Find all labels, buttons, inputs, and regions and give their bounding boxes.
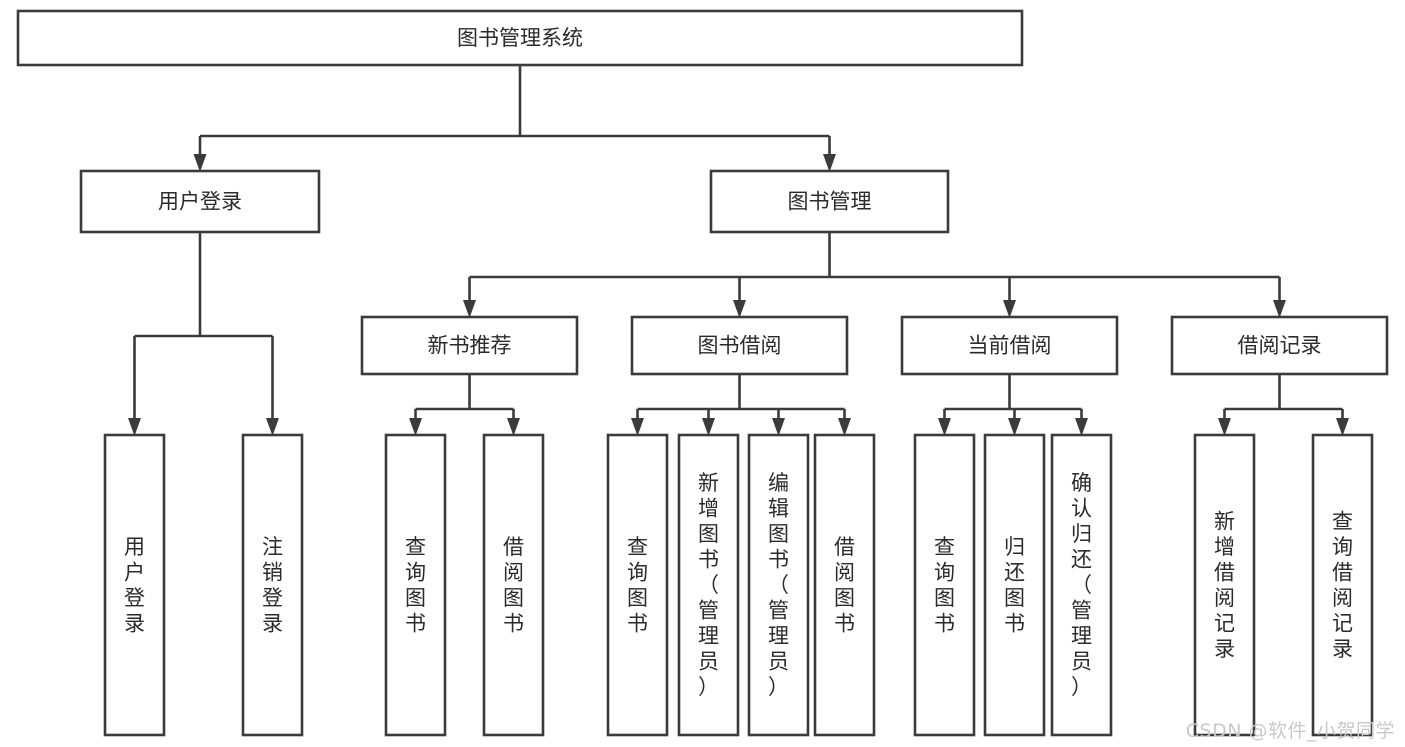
node-leaf-add-borrow-record[interactable]: 新增借阅记录 <box>1193 433 1256 737</box>
node-box <box>983 433 1046 737</box>
node-leaf-borrow-book[interactable]: 借阅图书 <box>813 433 876 737</box>
node-label: 图书管理 <box>788 190 872 214</box>
node-book-borrow[interactable]: 图书借阅 <box>630 315 849 376</box>
node-label: 图书管理系统 <box>457 26 583 50</box>
connector-arrowhead <box>1218 418 1231 436</box>
node-label-vertical: 借阅图书 <box>503 535 524 636</box>
connector-arrowhead <box>1075 418 1088 436</box>
connector-arrowhead <box>838 418 851 436</box>
csdn-watermark: CSDN @软件_小贺同学 <box>1185 720 1395 742</box>
connector-group-root <box>193 65 836 172</box>
node-label-vertical: 新增借阅记录 <box>1214 509 1235 661</box>
node-box <box>677 433 740 737</box>
node-box <box>606 433 669 737</box>
node-book-manage[interactable]: 图书管理 <box>709 169 950 234</box>
node-label-vertical: 查询图书 <box>627 535 648 636</box>
connector-arrowhead <box>1273 300 1286 318</box>
node-label-vertical: 查询借阅记录 <box>1332 509 1353 661</box>
node-label-vertical: 确认归还（管理员） <box>1071 471 1092 699</box>
node-box <box>384 433 447 737</box>
connector-arrowhead <box>631 418 644 436</box>
node-box <box>747 433 810 737</box>
connector-group-book-borrow <box>631 374 851 436</box>
node-label: 用户登录 <box>158 190 242 214</box>
node-label-vertical: 查询图书 <box>934 535 955 636</box>
connector-arrowhead <box>463 300 476 318</box>
node-box <box>900 315 1119 376</box>
node-leaf-user-login[interactable]: 用户登录 <box>103 433 166 737</box>
connector-arrowhead <box>1336 418 1349 436</box>
node-label-vertical: 查询图书 <box>405 535 426 636</box>
node-label-vertical: 借阅图书 <box>834 535 855 636</box>
node-leaf-add-book[interactable]: 新增图书（管理员） <box>677 433 740 737</box>
node-leaf-user-logout[interactable]: 注销登录 <box>241 433 304 737</box>
node-box <box>360 315 579 376</box>
node-leaf-return-book[interactable]: 归还图书 <box>983 433 1046 737</box>
connector-arrowhead <box>409 418 422 436</box>
connector-group-user-login <box>128 232 279 436</box>
connector-arrowhead <box>128 418 141 436</box>
connector-arrowhead <box>1008 418 1021 436</box>
node-borrow-record[interactable]: 借阅记录 <box>1170 315 1389 376</box>
node-box <box>79 169 321 234</box>
node-leaf-query-borrow-record[interactable]: 查询借阅记录 <box>1311 433 1374 737</box>
node-current-borrow[interactable]: 当前借阅 <box>900 315 1119 376</box>
connector-group-current-borrow <box>938 374 1088 436</box>
connector-arrowhead <box>266 418 279 436</box>
connectors-layer <box>128 65 1349 436</box>
node-leaf-query-book-rec[interactable]: 查询图书 <box>384 433 447 737</box>
node-box <box>1311 433 1374 737</box>
node-label-vertical: 用户登录 <box>124 535 145 636</box>
connector-arrowhead <box>772 418 785 436</box>
node-label: 图书借阅 <box>698 334 782 358</box>
node-box <box>241 433 304 737</box>
connector-arrowhead <box>193 154 207 172</box>
node-box <box>709 169 950 234</box>
node-user-login[interactable]: 用户登录 <box>79 169 321 234</box>
node-box <box>630 315 849 376</box>
node-leaf-borrow-book-rec[interactable]: 借阅图书 <box>482 433 545 737</box>
connector-arrowhead <box>702 418 715 436</box>
node-new-book-rec[interactable]: 新书推荐 <box>360 315 579 376</box>
node-box <box>913 433 976 737</box>
node-box <box>16 9 1024 67</box>
node-leaf-query-book-current[interactable]: 查询图书 <box>913 433 976 737</box>
node-label: 借阅记录 <box>1238 334 1322 358</box>
connector-arrowhead <box>938 418 951 436</box>
nodes-layer: 图书管理系统用户登录图书管理新书推荐图书借阅当前借阅借阅记录用户登录注销登录查询… <box>16 9 1389 737</box>
node-leaf-query-book-borrow[interactable]: 查询图书 <box>606 433 669 737</box>
connector-arrowhead <box>1003 300 1016 318</box>
node-label: 当前借阅 <box>968 334 1052 358</box>
connector-group-book-manage <box>463 232 1286 318</box>
node-box <box>1170 315 1389 376</box>
connector-group-new-book-rec <box>409 374 520 436</box>
node-label-vertical: 注销登录 <box>262 535 283 636</box>
connector-arrowhead <box>733 300 746 318</box>
node-box <box>813 433 876 737</box>
connector-arrowhead <box>507 418 520 436</box>
node-label-vertical: 归还图书 <box>1004 535 1025 636</box>
node-box <box>482 433 545 737</box>
node-box <box>1050 433 1113 737</box>
node-leaf-confirm-return[interactable]: 确认归还（管理员） <box>1050 433 1113 737</box>
connector-arrowhead <box>823 154 836 172</box>
node-leaf-edit-book[interactable]: 编辑图书（管理员） <box>747 433 810 737</box>
node-label-vertical: 编辑图书（管理员） <box>768 471 789 699</box>
node-box <box>1193 433 1256 737</box>
node-label-vertical: 新增图书（管理员） <box>698 471 719 699</box>
node-label: 新书推荐 <box>428 334 512 358</box>
node-root[interactable]: 图书管理系统 <box>16 9 1024 67</box>
node-box <box>103 433 166 737</box>
connector-group-borrow-record <box>1218 374 1349 436</box>
